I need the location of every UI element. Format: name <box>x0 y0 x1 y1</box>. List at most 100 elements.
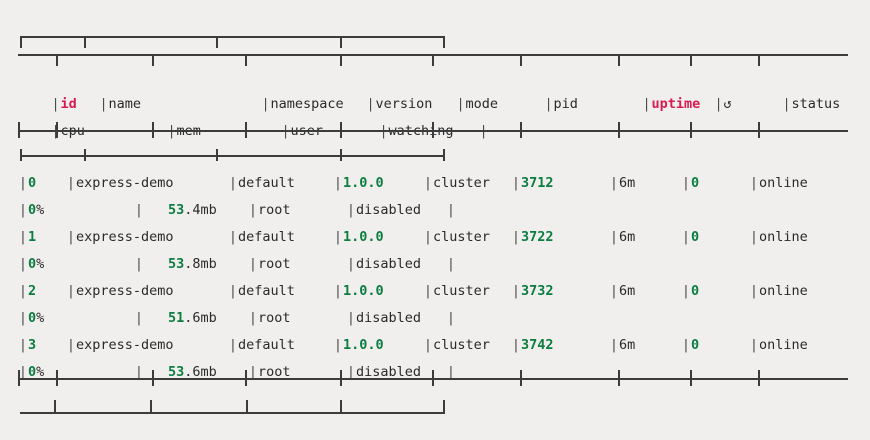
cell-cpu: 0% <box>28 361 134 383</box>
sub-table-top-tick <box>216 36 218 48</box>
cell-restarts: 0 <box>691 229 700 245</box>
column-separator: | <box>544 96 553 112</box>
column-separator: | <box>511 229 521 245</box>
main-table-bottom-tick <box>152 370 154 386</box>
column-separator: | <box>134 202 144 218</box>
cell-id: 2 <box>28 283 37 299</box>
cell-mem-unit: .6mb <box>184 310 217 326</box>
column-separator: | <box>749 283 759 299</box>
cell-name: express-demo <box>76 337 174 353</box>
cell-mem-value: 51 <box>168 310 185 326</box>
column-separator: | <box>18 229 28 245</box>
column-separator: | <box>18 364 28 380</box>
column-separator: | <box>134 364 144 380</box>
sub-table-top-rule <box>20 36 445 38</box>
column-separator: | <box>134 256 144 272</box>
column-separator: | <box>642 96 651 112</box>
cell-mem: 51.6mb <box>144 307 248 329</box>
main-header-bottom-tick <box>56 122 58 138</box>
column-separator: | <box>66 229 76 245</box>
cell-cpu-unit: % <box>36 310 45 326</box>
column-separator: | <box>681 337 691 353</box>
table-row-secondary[interactable]: |0%|51.6mb|root|disabled| <box>18 307 456 329</box>
column-separator: | <box>446 256 456 272</box>
header-name: name <box>108 96 142 112</box>
column-separator: | <box>134 310 144 326</box>
table-row-secondary[interactable]: |0%|53.6mb|root|disabled| <box>18 361 456 383</box>
cell-status: online <box>759 229 808 245</box>
table-row-secondary[interactable]: |0%|53.4mb|root|disabled| <box>18 199 456 221</box>
cell-mode: cluster <box>433 229 490 245</box>
column-separator: | <box>446 202 456 218</box>
cell-user: root <box>258 256 291 272</box>
cell-watching: disabled <box>356 364 422 380</box>
cell-mem-unit: .6mb <box>184 364 217 380</box>
cell-version: 1.0.0 <box>343 175 384 191</box>
main-table-top-tick <box>245 54 247 66</box>
cell-mode: cluster <box>433 175 490 191</box>
cell-status: online <box>759 283 808 299</box>
cell-restarts: 0 <box>691 283 700 299</box>
column-separator: | <box>609 229 619 245</box>
header-namespace: namespace <box>270 96 344 112</box>
main-header-bottom-tick <box>152 122 154 138</box>
cell-namespace: default <box>238 283 295 299</box>
cell-status: online <box>759 337 808 353</box>
sub-header-bottom-tick <box>340 149 342 161</box>
main-table-top-tick <box>340 54 342 66</box>
sub-table-top-tick <box>443 36 445 48</box>
cell-cpu-value: 0 <box>28 256 37 272</box>
column-separator: | <box>511 283 521 299</box>
column-separator: | <box>18 202 28 218</box>
column-separator: | <box>333 337 343 353</box>
column-separator: | <box>248 256 258 272</box>
cell-uptime: 6m <box>619 229 636 245</box>
table-row-secondary[interactable]: |0%|53.8mb|root|disabled| <box>18 253 456 275</box>
cell-watching: disabled <box>356 310 422 326</box>
main-table-top-tick <box>432 54 434 66</box>
sub-table-bottom-tick <box>150 400 152 414</box>
sub-header-bottom-tick <box>84 149 86 161</box>
column-separator: | <box>66 175 76 191</box>
main-table-bottom-tick <box>618 370 620 386</box>
cell-version: 1.0.0 <box>343 229 384 245</box>
cell-cpu-value: 0 <box>28 310 37 326</box>
table-row[interactable]: |0|express-demo|default|1.0.0|cluster|37… <box>18 172 808 194</box>
column-separator: | <box>346 256 356 272</box>
cell-cpu: 0% <box>28 253 134 275</box>
column-separator: | <box>609 175 619 191</box>
cell-mode: cluster <box>433 283 490 299</box>
cell-mem-value: 53 <box>168 256 185 272</box>
table-row[interactable]: |2|express-demo|default|1.0.0|cluster|37… <box>18 280 808 302</box>
main-table-bottom-tick <box>432 370 434 386</box>
cell-mem-unit: .4mb <box>184 202 217 218</box>
cell-mem-unit: .8mb <box>184 256 217 272</box>
main-table-bottom-tick <box>18 370 20 386</box>
column-separator: | <box>749 175 759 191</box>
main-table-top-tick <box>56 54 58 66</box>
column-separator: | <box>366 96 375 112</box>
sub-header-bottom-tick <box>443 149 445 161</box>
cell-watching: disabled <box>356 202 422 218</box>
main-table-top-tick <box>520 54 522 66</box>
cell-uptime: 6m <box>619 337 636 353</box>
column-separator: | <box>456 96 465 112</box>
table-row[interactable]: |1|express-demo|default|1.0.0|cluster|37… <box>18 226 808 248</box>
cell-mem: 53.6mb <box>144 361 248 383</box>
sub-table-bottom-rule <box>20 412 445 414</box>
column-separator: | <box>248 202 258 218</box>
column-separator: | <box>228 229 238 245</box>
column-separator: | <box>511 337 521 353</box>
column-separator: | <box>333 175 343 191</box>
table-row[interactable]: |3|express-demo|default|1.0.0|cluster|37… <box>18 334 808 356</box>
cell-cpu: 0% <box>28 307 134 329</box>
column-separator: | <box>681 229 691 245</box>
cell-cpu-value: 0 <box>28 202 37 218</box>
header-uptime: uptime <box>651 96 701 112</box>
cell-id: 0 <box>28 175 37 191</box>
cell-version: 1.0.0 <box>343 337 384 353</box>
cell-cpu-unit: % <box>36 256 45 272</box>
sub-table-bottom-tick <box>443 400 445 414</box>
main-header-bottom-tick <box>245 122 247 138</box>
